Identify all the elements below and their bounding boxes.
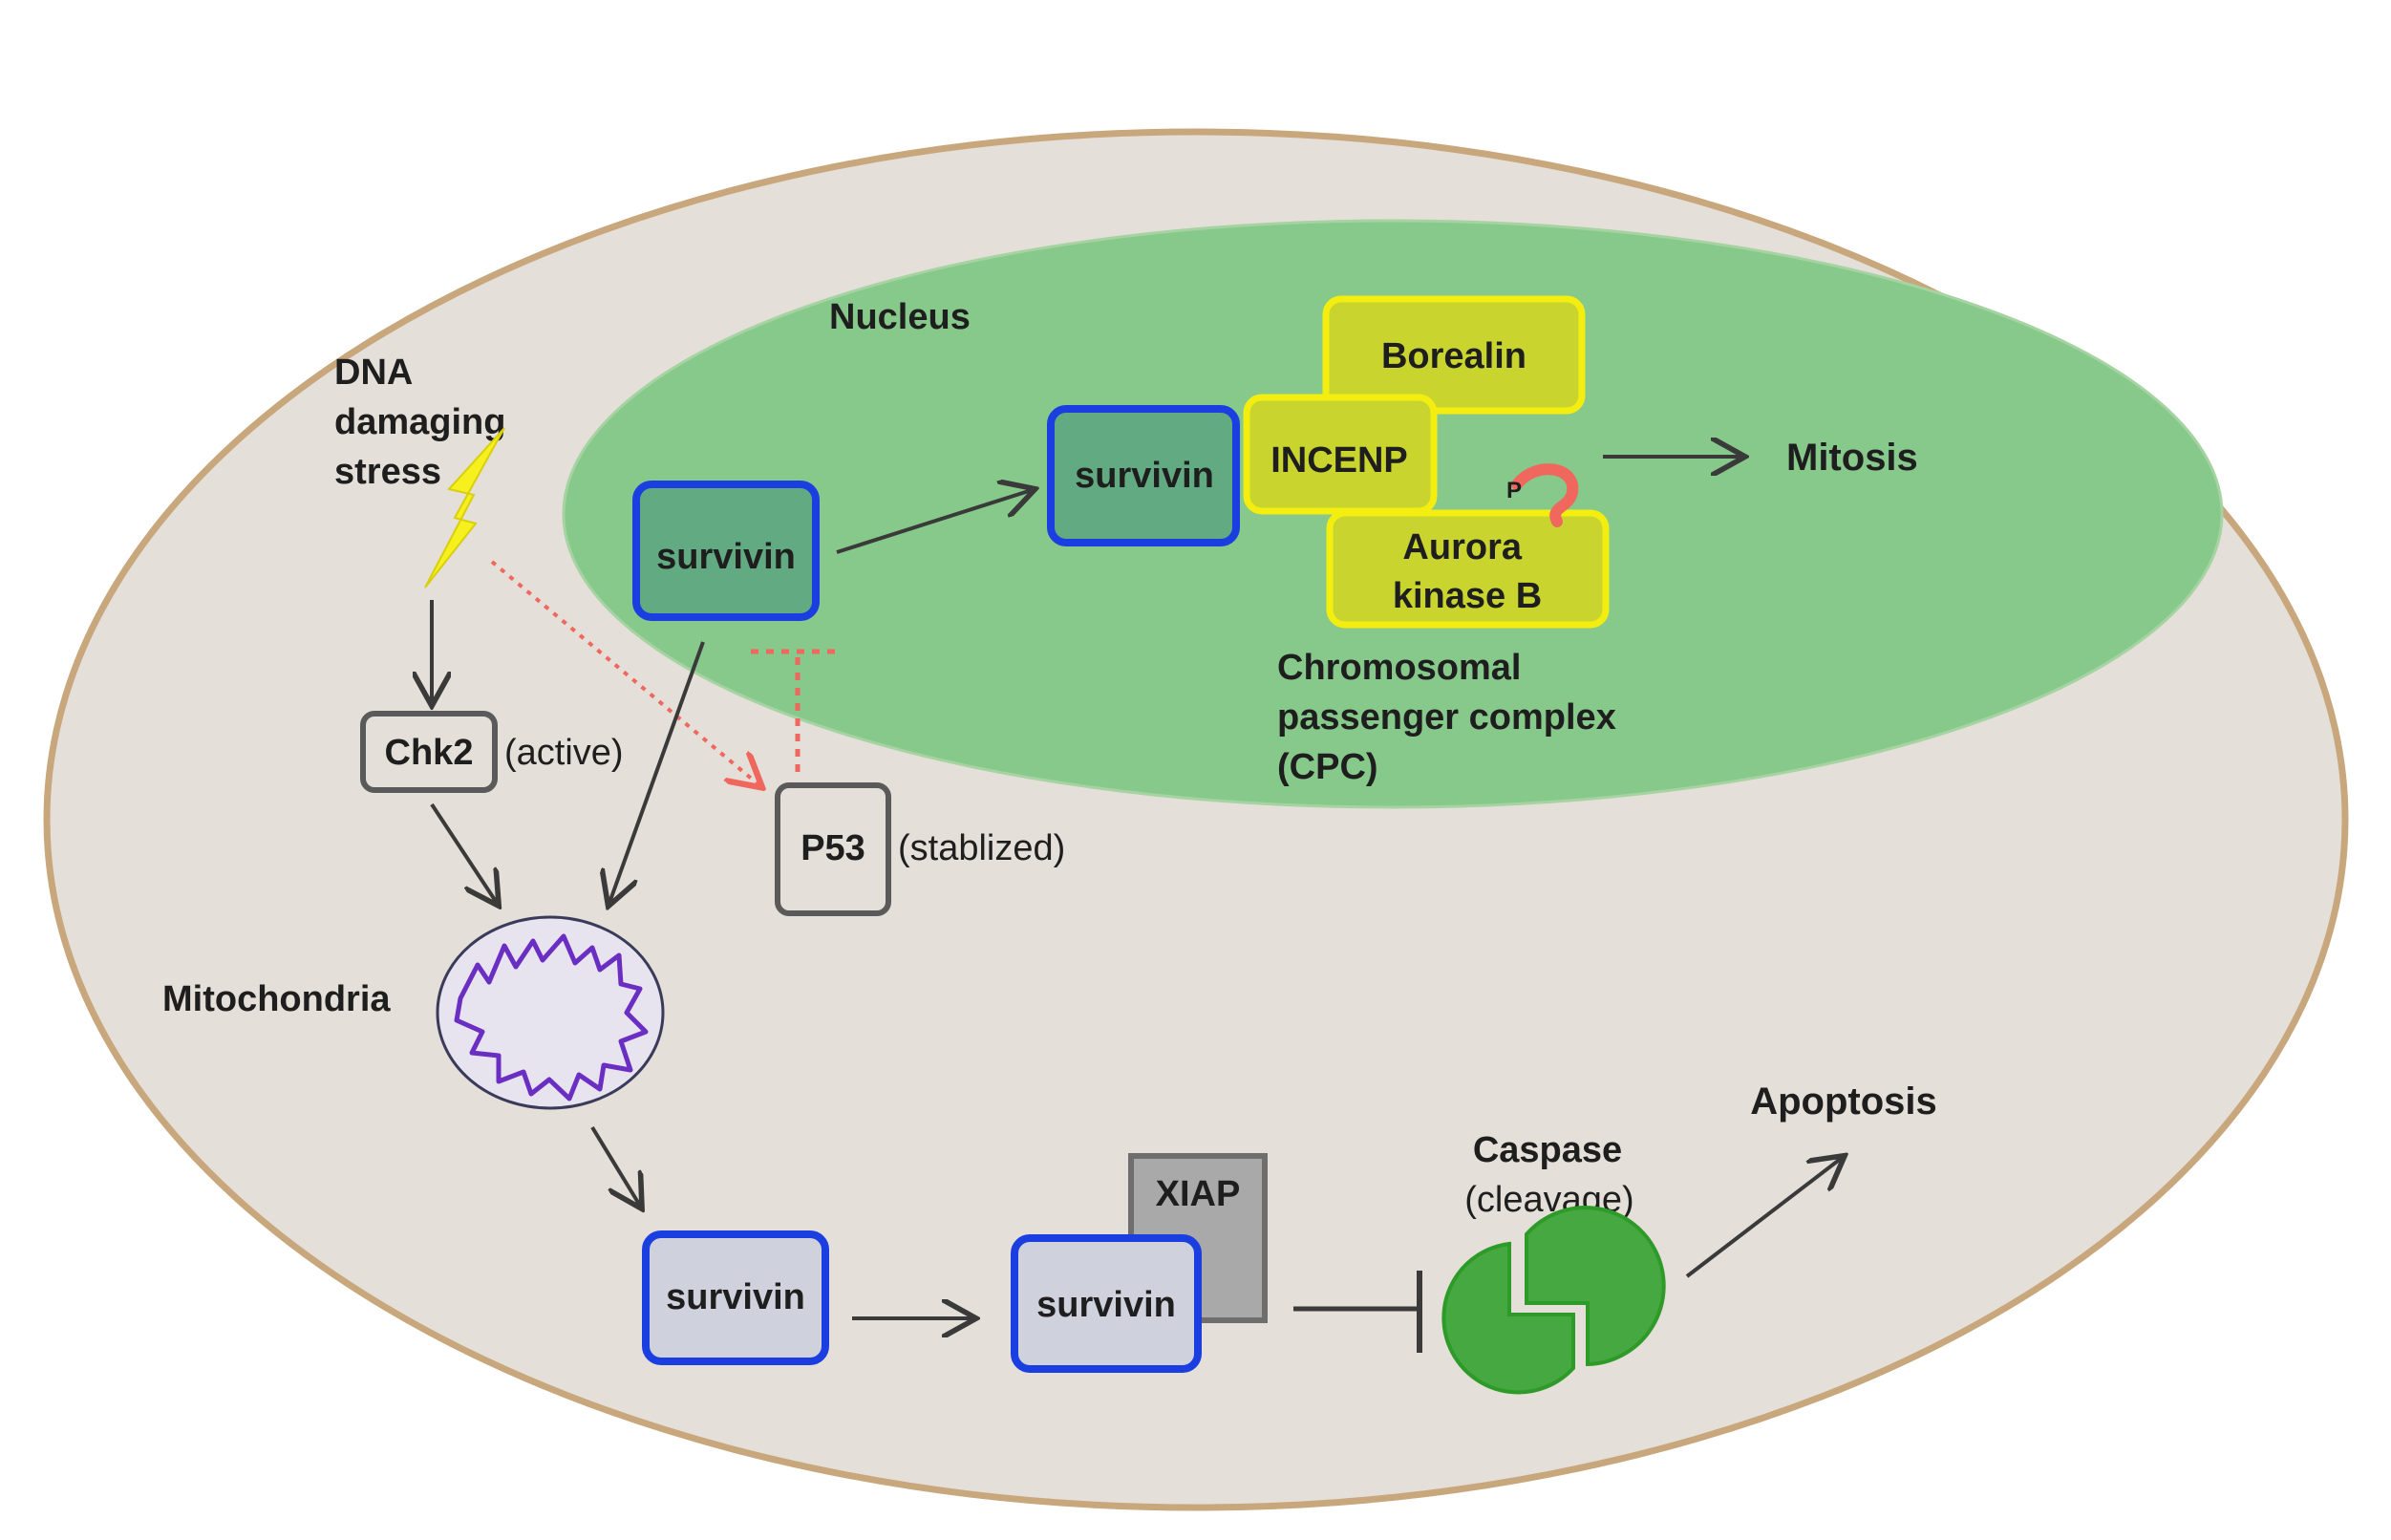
survivin-xiap-box: [1011, 1234, 1202, 1373]
dna-stress-line-3: stress: [334, 452, 441, 492]
survivin-nucleus-box: [632, 481, 820, 621]
incenp-label: INCENP: [1270, 440, 1408, 481]
caspase-fragment-right: [1525, 1206, 1666, 1367]
survivin-cpc-label: survivin: [1075, 456, 1214, 496]
borealin-label: Borealin: [1381, 336, 1526, 376]
dna-stress-label: DNA damaging stress: [334, 353, 516, 492]
chk2-box: [360, 711, 498, 793]
lightning-icon: [424, 427, 505, 588]
xiap-label: XIAP: [1156, 1174, 1241, 1214]
cpc-caption: Chromosomal passenger complex (CPC): [1277, 648, 1626, 787]
p53-label: P53: [801, 828, 865, 868]
survivin-mito-label: survivin: [666, 1277, 805, 1317]
phosphorylation-squiggle: [1511, 463, 1579, 527]
survivin-xiap-label: survivin: [1036, 1285, 1176, 1325]
mitochondria-cristae: [454, 933, 649, 1102]
p53-state: (stablized): [898, 828, 1065, 868]
survivin-nucleus-label: survivin: [656, 537, 796, 577]
dna-stress-line-1: DNA: [334, 353, 413, 393]
aurora-kinase-b-label: Aurora kinase B: [1393, 527, 1542, 616]
survivin-mito-box: [642, 1230, 829, 1365]
caspase-label: Caspase: [1473, 1130, 1622, 1170]
chk2-label: Chk2: [385, 733, 474, 773]
cpc-line-2: passenger complex: [1277, 697, 1616, 738]
arrow-stress-to-p53: [490, 560, 759, 785]
apoptosis-label: Apoptosis: [1750, 1080, 1937, 1123]
cpc-line-3: (CPC): [1277, 747, 1378, 787]
arrow-survivin-to-cpc: [836, 490, 1032, 554]
arrow-mitochondria-to-survivin: [590, 1125, 640, 1206]
caspase-cleavage-gap: [1513, 1237, 1585, 1366]
arrow-chk2-to-mitochondria: [430, 802, 497, 903]
mitochondria-label: Mitochondria: [162, 979, 391, 1019]
dna-stress-line-2: damaging: [334, 402, 505, 442]
survivin-cpc-box: [1047, 405, 1240, 546]
mitosis-label: Mitosis: [1786, 437, 1918, 479]
arrow-caspase-to-apoptosis: [1685, 1158, 1842, 1278]
caspase-fragment-left: [1441, 1241, 1575, 1395]
aurora-line-2: kinase B: [1393, 576, 1542, 616]
phospho-label: P: [1506, 478, 1522, 503]
p53-box: [775, 782, 891, 916]
nucleus-label: Nucleus: [829, 297, 971, 337]
aurora-kinase-b-box: [1326, 509, 1610, 629]
chk2-state: (active): [504, 733, 624, 773]
arrow-survivin-to-mitochondria: [609, 641, 705, 903]
borealin-box: [1322, 295, 1586, 415]
cpc-line-1: Chromosomal: [1277, 648, 1521, 688]
aurora-line-1: Aurora: [1402, 527, 1522, 567]
